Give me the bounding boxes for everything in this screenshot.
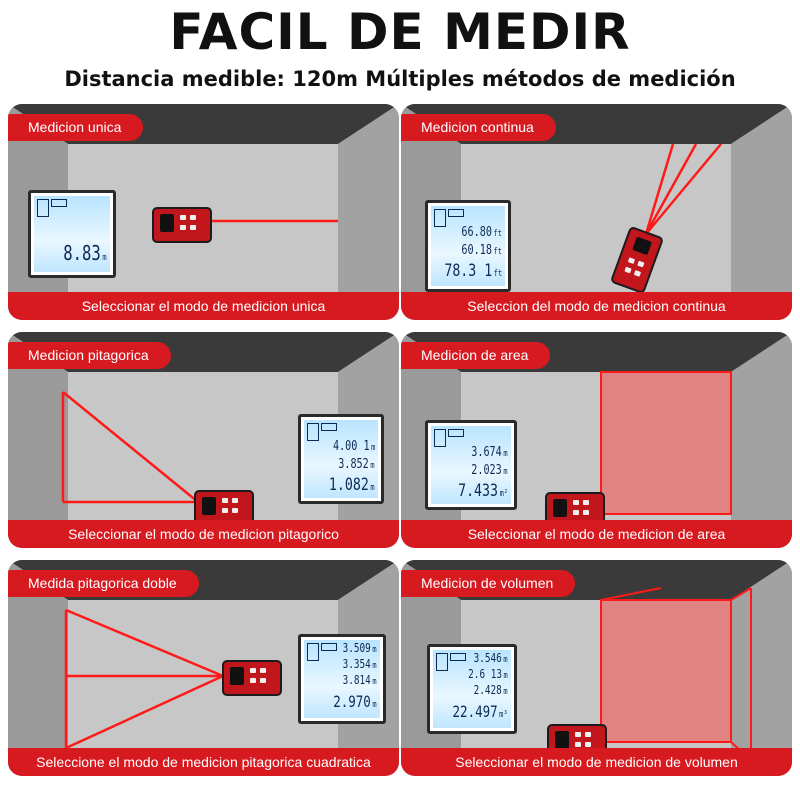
- laser-beam: [730, 587, 752, 601]
- device-icon: [307, 423, 319, 441]
- laser-beam: [644, 143, 698, 235]
- device-icon: [436, 653, 448, 671]
- device-icon: [37, 199, 49, 217]
- device-icon: [434, 429, 446, 447]
- battery-icon: [450, 653, 466, 661]
- laser-beam: [62, 391, 199, 503]
- page-title: FACIL DE MEDIR: [169, 3, 631, 61]
- laser-beam: [644, 143, 675, 235]
- device-icon: [307, 643, 319, 661]
- mode-caption: Seleccion del modo de medicion continua: [401, 292, 792, 320]
- page-subtitle: Distancia medible: 120m Múltiples método…: [64, 67, 736, 91]
- mode-caption: Seleccionar el modo de medicion de volum…: [401, 748, 792, 776]
- laser-meter-device: [222, 660, 282, 696]
- laser-beam: [65, 674, 224, 750]
- laser-beam: [645, 143, 722, 235]
- mode-tag: Medicion unica: [8, 114, 144, 141]
- laser-beam: [65, 608, 224, 678]
- battery-icon: [51, 199, 67, 207]
- mode-tag: Medicion de area: [401, 342, 551, 369]
- mode-tag: Medida pitagorica doble: [8, 570, 199, 597]
- mode-caption: Seleccionar el modo de medicion pitagori…: [8, 520, 399, 548]
- mode-caption: Seleccionar el modo de medicion unica: [8, 292, 399, 320]
- mode-tag: Medicion de volumen: [401, 570, 576, 597]
- mode-caption: Seleccione el modo de medicion pitagoric…: [8, 748, 399, 776]
- battery-icon: [448, 209, 464, 217]
- area-highlight: [600, 371, 732, 515]
- battery-icon: [448, 429, 464, 437]
- device-icon: [434, 209, 446, 227]
- mode-tag: Medicion pitagorica: [8, 342, 171, 369]
- battery-icon: [321, 423, 337, 431]
- volume-highlight: [600, 599, 732, 743]
- laser-beam: [600, 587, 662, 601]
- mode-caption: Seleccionar el modo de medicion de area: [401, 520, 792, 548]
- laser-meter-device: [152, 207, 212, 243]
- mode-tag: Medicion continua: [401, 114, 556, 141]
- battery-icon: [321, 643, 337, 651]
